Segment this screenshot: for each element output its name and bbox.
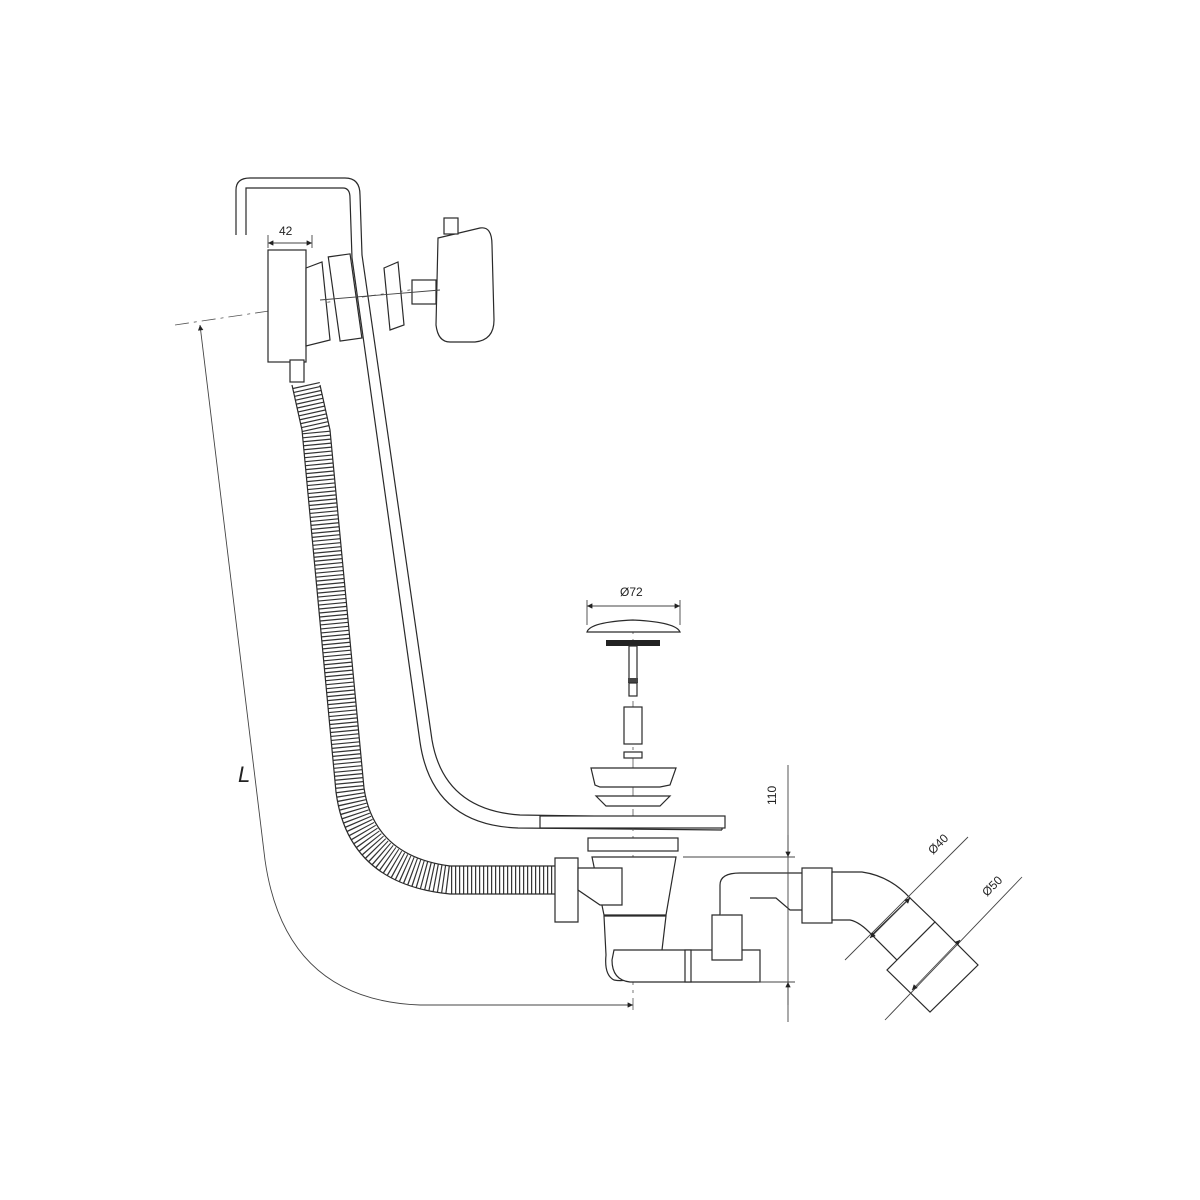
dimension-110: 110 [683,765,795,1022]
dimension-label-42: 42 [279,224,293,238]
dimension-label-50: Ø50 [979,873,1005,899]
dimension-label-L: L [238,762,250,787]
dimension-label-40: Ø40 [925,831,951,857]
dimension-label-72: Ø72 [620,585,643,599]
dimension-length: L [197,324,633,1008]
dimension-42: 42 [267,224,313,248]
corrugated-hose [291,381,556,895]
dimension-label-110: 110 [765,786,779,805]
dimension-72: Ø72 [586,585,681,625]
overflow-head [267,217,495,383]
